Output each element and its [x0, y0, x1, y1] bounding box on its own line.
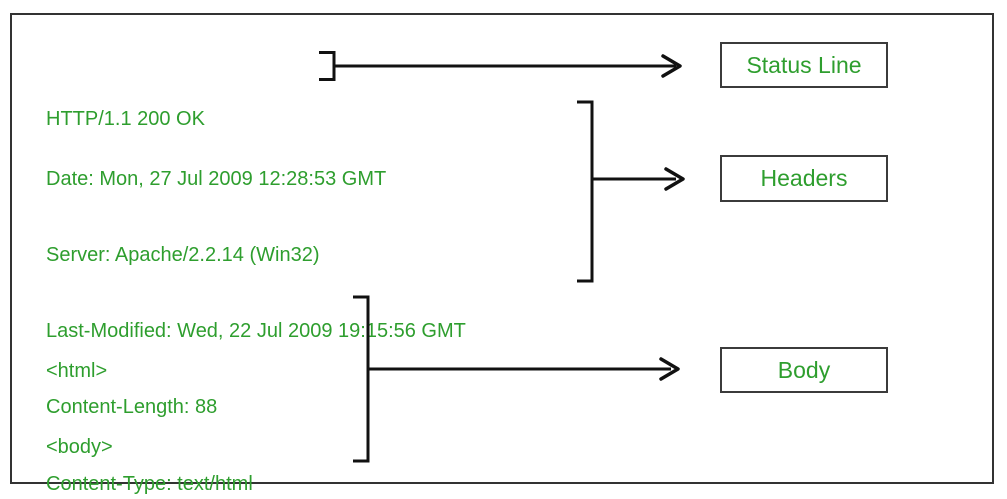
- body-label-box: Body: [720, 347, 888, 393]
- headers-label: Headers: [760, 165, 848, 191]
- body-line: <html>: [46, 359, 108, 382]
- diagram-frame: [10, 13, 994, 484]
- status-line-label: Status Line: [746, 51, 862, 78]
- status-line-text: HTTP/1.1 200 OK: [46, 57, 205, 182]
- body-label: Body: [777, 356, 831, 383]
- header-line: Content-Length: 88: [46, 396, 218, 419]
- header-line: Server: Apache/2.2.14 (Win32): [46, 244, 320, 267]
- headers-text: Date: Mon, 27 Jul 2009 12:28:53 GMT Serv…: [46, 116, 466, 499]
- header-line: Content-Type: text/html: [46, 472, 253, 495]
- header-line: Date: Mon, 27 Jul 2009 12:28:53 GMT: [46, 167, 387, 190]
- status-line-label-box: Status Line: [720, 42, 888, 88]
- body-line: <body>: [46, 436, 113, 459]
- headers-label-box: Headers: [720, 155, 888, 202]
- status-line-value: HTTP/1.1 200 OK: [46, 108, 205, 130]
- body-text: <html> <body> <h1>Hello, World!</h1> </b…: [46, 308, 257, 499]
- header-line: Last-Modified: Wed, 22 Jul 2009 19:15:56…: [46, 320, 466, 343]
